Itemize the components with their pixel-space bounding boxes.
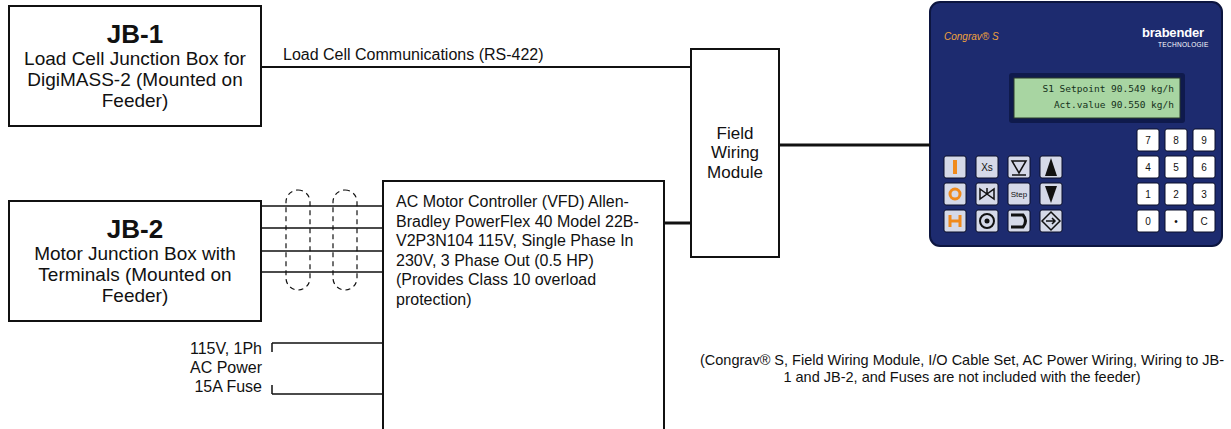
illustration-stroke <box>1011 215 1026 227</box>
illustration-stroke <box>1165 156 1187 178</box>
illustration-stroke <box>1193 129 1215 151</box>
illustration-stroke <box>980 188 994 199</box>
illustration-stroke <box>1045 186 1057 203</box>
key-label: • <box>1165 210 1187 232</box>
box-text: Motor Junction Box with Terminals (Mount… <box>20 244 250 307</box>
key-label: 7 <box>1137 129 1159 151</box>
display-line: Act.value 90.550 kg/h <box>1018 99 1174 110</box>
illustration-stroke <box>1137 129 1215 232</box>
illustration-stroke <box>950 189 960 199</box>
illustration-stroke <box>1165 129 1187 151</box>
controller-unit: Congrav® S brabenderTECHNOLOGIE S1 Setpoin… <box>930 2 1222 246</box>
key-label: 3 <box>1193 183 1215 205</box>
logo-subtext: TECHNOLOGIE <box>1158 41 1209 48</box>
illustration-stroke <box>1008 156 1030 178</box>
junction-box: JB-2Motor Junction Box with Terminals (M… <box>8 200 262 322</box>
key-label: 8 <box>1165 129 1187 151</box>
illustration-stroke <box>944 183 966 205</box>
illustration-stroke <box>930 2 1222 246</box>
keypad <box>944 129 1215 232</box>
illustration-stroke <box>944 156 1062 232</box>
illustration-stroke <box>1193 156 1215 178</box>
scope-note: (Congrav® S, Field Wiring Module, I/O Ca… <box>698 352 1226 385</box>
connector-line <box>780 144 930 147</box>
illustration-stroke <box>976 210 998 232</box>
power-note: 115V, 1Ph <box>162 340 262 358</box>
connector-label: Load Cell Communications (RS-422) <box>281 46 546 64</box>
box-heading: JB-2 <box>107 215 163 244</box>
cable-shield <box>286 190 357 290</box>
illustration-stroke <box>1045 158 1057 176</box>
illustration-stroke <box>1014 78 1180 118</box>
key-icons <box>950 158 1060 230</box>
key-label: C <box>1193 210 1215 232</box>
display-line: S1 Setpoint 90.549 kg/h <box>1018 83 1174 94</box>
key-label: 4 <box>1137 156 1159 178</box>
box-text: Field Wiring Module <box>702 124 768 183</box>
logo-text: brabender <box>1142 25 1204 40</box>
key-label: 5 <box>1165 156 1187 178</box>
illustration-stroke <box>1193 183 1215 205</box>
junction-box: JB-1Load Cell Junction Box for DigiMASS-… <box>8 5 262 127</box>
box-text: Load Cell Junction Box for DigiMASS-2 (M… <box>20 49 250 112</box>
illustration-stroke <box>976 183 998 205</box>
connector-line <box>262 206 382 272</box>
wiring-module-box: Field Wiring Module <box>690 48 780 258</box>
box-text: AC Motor Controller (VFD) Allen-Bradley … <box>396 192 651 309</box>
key-label: 6 <box>1193 156 1215 178</box>
illustration-stroke <box>944 156 966 178</box>
connector-line <box>665 222 690 225</box>
illustration-stroke <box>286 190 310 290</box>
illustration-stroke <box>272 343 382 394</box>
illustration-stroke <box>1165 183 1187 205</box>
illustration-stroke <box>944 210 966 232</box>
controller-panel <box>930 2 1222 246</box>
illustration-stroke <box>1042 212 1060 230</box>
illustration-stroke <box>950 215 960 227</box>
key-label: Xs <box>976 156 998 178</box>
key-label: 2 <box>1165 183 1187 205</box>
illustration-stroke <box>1165 210 1187 232</box>
illustration-stroke <box>1137 129 1159 151</box>
motor-controller-box: AC Motor Controller (VFD) Allen-Bradley … <box>382 180 665 429</box>
illustration-stroke <box>1137 183 1159 205</box>
brand-text: Congrav® S <box>944 31 999 42</box>
illustration-stroke <box>980 214 994 228</box>
illustration-stroke <box>1040 183 1062 205</box>
illustration-stroke <box>1040 210 1062 232</box>
illustration-stroke <box>333 190 357 290</box>
illustration-stroke <box>953 160 957 174</box>
illustration-stroke <box>1008 183 1030 205</box>
key-label: 1 <box>1137 183 1159 205</box>
illustration-stroke <box>976 156 998 178</box>
illustration-stroke <box>1137 210 1159 232</box>
illustration-stroke <box>1008 210 1030 232</box>
key-label: 0 <box>1137 210 1159 232</box>
illustration-stroke <box>1009 73 1185 123</box>
power-note: 15A Fuse <box>162 378 262 396</box>
illustration-stroke <box>1012 161 1026 175</box>
illustration-stroke <box>1137 156 1159 178</box>
power-note: AC Power <box>162 359 262 377</box>
power-wires <box>272 343 382 394</box>
box-heading: JB-1 <box>107 20 163 49</box>
key-label: Step <box>1008 183 1030 205</box>
key-label: 9 <box>1193 129 1215 151</box>
connector-line <box>262 66 690 68</box>
illustration-stroke <box>1040 156 1062 178</box>
illustration-stroke <box>985 219 990 224</box>
illustration-stroke <box>1193 210 1215 232</box>
